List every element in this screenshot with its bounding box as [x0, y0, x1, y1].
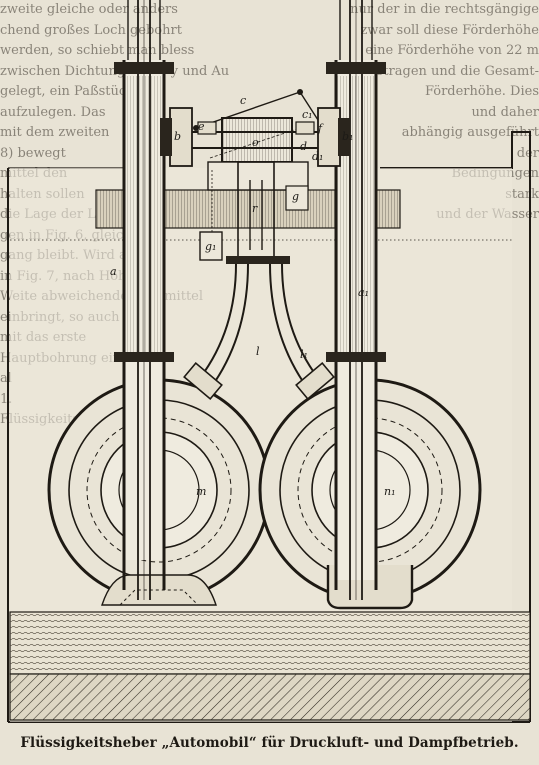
- label-l: l: [256, 345, 260, 358]
- body-text-line: mit dem zweiten: [0, 125, 110, 140]
- label-b1: b₁: [342, 130, 353, 143]
- label-f: f: [317, 122, 324, 135]
- control-valve-assembly: [160, 89, 350, 264]
- label-b: b: [174, 130, 181, 143]
- label-e: e: [198, 120, 205, 133]
- label-r: r: [252, 202, 258, 215]
- foundation: [9, 611, 531, 721]
- body-text-line: Förderhöhe. Dies: [424, 84, 539, 99]
- label-l1: l₁: [300, 348, 308, 361]
- figure-labels: b b₁ c c₁ e f d d₁ o g g₁ r a a₁ l l₁ m …: [110, 94, 396, 498]
- left-riser-pipe: [114, 0, 174, 600]
- label-m: m: [196, 485, 206, 498]
- body-text-line: 1.: [0, 391, 13, 407]
- engraving-figure: b b₁ c c₁ e f d d₁ o g g₁ r a a₁ l l₁ m …: [7, 0, 531, 723]
- body-text-line: abhängig ausgeführt: [401, 125, 539, 140]
- label-a: a: [110, 265, 117, 278]
- body-text-line: werden, so schiebt man bless: [0, 43, 195, 58]
- label-c1: c₁: [302, 108, 313, 121]
- connecting-pipes: [183, 263, 335, 400]
- body-text-line: gelegt, ein Paßstück vor: [0, 84, 160, 99]
- body-text-line: eine Förderhöhe von 22 m: [365, 43, 539, 58]
- label-g1: g₁: [205, 240, 216, 253]
- right-riser-pipe: [326, 0, 386, 600]
- label-d1: d₁: [312, 150, 323, 163]
- label-c: c: [240, 94, 246, 107]
- body-text-line: 8) bewegt: [0, 145, 66, 161]
- body-text-line: al: [0, 371, 12, 386]
- label-n1: n₁: [384, 485, 396, 498]
- body-text-line: chend großes Loch gebohrt: [0, 22, 182, 38]
- body-text-line: betragen und die Gesamt-: [367, 63, 539, 79]
- figure-caption: Flüssigkeitsheber „Automobil“ für Druckl…: [20, 735, 519, 751]
- label-a1: a₁: [358, 286, 369, 299]
- label-o: o: [252, 136, 259, 149]
- body-text-line: aufzulegen. Das: [0, 104, 106, 120]
- label-g: g: [292, 190, 299, 203]
- body-text-line: zweite gleiche oder anders: [0, 2, 178, 17]
- label-d: d: [300, 140, 307, 153]
- body-text-line: nur der in die rechtsgängige: [350, 2, 539, 17]
- body-text-line: und daher: [471, 104, 539, 120]
- body-text-line: der: [516, 145, 539, 161]
- body-text-line: zwar soll diese Förderhöhe: [360, 22, 539, 38]
